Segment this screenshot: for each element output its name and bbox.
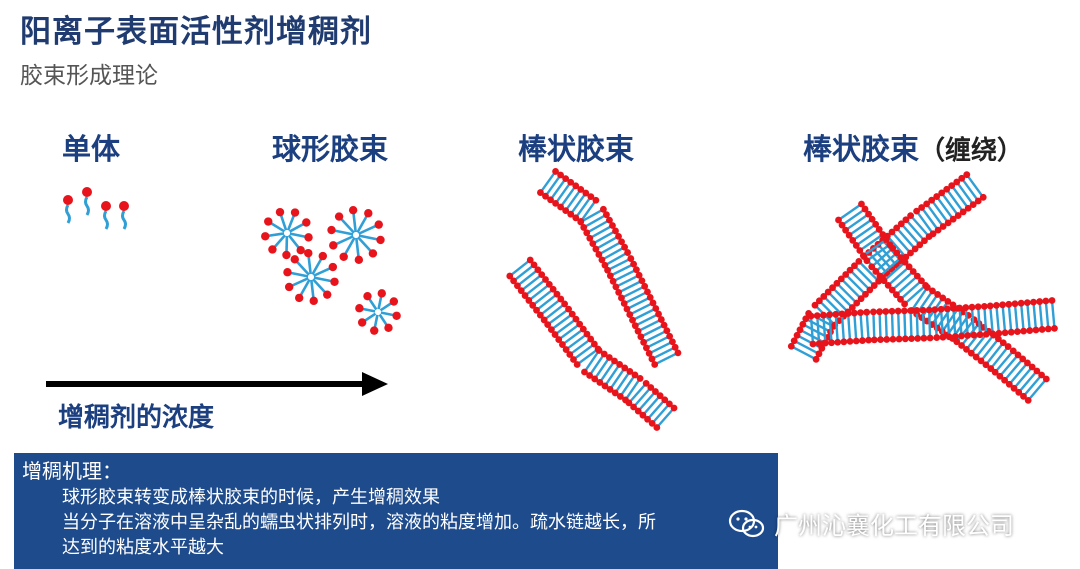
stage-label-spherical-micelle: 球形胶束 <box>272 132 389 166</box>
mechanism-box: 增稠机理： 球形胶束转变成棒状胶束的时候，产生增稠效果 当分子在溶液中呈杂乱的蠕… <box>14 453 778 569</box>
page-title: 阳离子表面活性剂增稠剂 <box>20 14 372 50</box>
entangled-rod-micelle-group <box>787 171 1058 404</box>
rod-micelle-group <box>506 168 682 431</box>
concentration-arrow-head <box>362 372 388 396</box>
mechanism-line-1: 球形胶束转变成棒状胶束的时候，产生增稠效果 <box>62 487 440 508</box>
concentration-arrow-label: 增稠剂的浓度 <box>58 403 215 433</box>
company-watermark: 广州沁襄化工有限公司 <box>728 506 1014 541</box>
spherical-micelle <box>355 289 401 335</box>
mechanism-title: 增稠机理： <box>22 459 122 483</box>
spherical-micelle <box>261 207 313 260</box>
page-subtitle: 胶束形成理论 <box>20 63 158 89</box>
stage-label-rod-micelle: 棒状胶束 <box>518 132 635 166</box>
surfactant-monomer <box>101 201 111 230</box>
spherical-micelle <box>283 248 339 306</box>
watermark-text: 广州沁襄化工有限公司 <box>774 512 1014 540</box>
surfactant-monomer <box>119 201 129 230</box>
entangled-rod-label-text: 棒状胶束 <box>803 132 920 166</box>
stage-label-entangled-rod-micelle: 棒状胶束（缠绕） <box>803 126 1023 168</box>
surfactant-monomer <box>82 187 92 216</box>
rod-micelle <box>537 168 682 368</box>
stage-label-monomer: 单体 <box>62 132 121 166</box>
entangled-note: （缠绕） <box>919 136 1024 166</box>
mechanism-line-2: 当分子在溶液中呈杂乱的蠕虫状排列时，溶液的粘度增加。疏水链越长，所 <box>62 512 656 533</box>
wechat-icon <box>728 509 765 537</box>
spherical-micelle-group <box>261 205 401 335</box>
concentration-arrow <box>46 372 388 396</box>
entangled-rod-micelle <box>787 171 987 363</box>
monomer-group <box>63 187 129 230</box>
rod-micelle <box>506 256 678 431</box>
spherical-micelle <box>327 205 385 265</box>
entangled-rod-micelle <box>807 297 1058 348</box>
surfactant-monomer <box>63 195 73 224</box>
mechanism-line-3: 达到的粘度水平越大 <box>62 537 224 558</box>
